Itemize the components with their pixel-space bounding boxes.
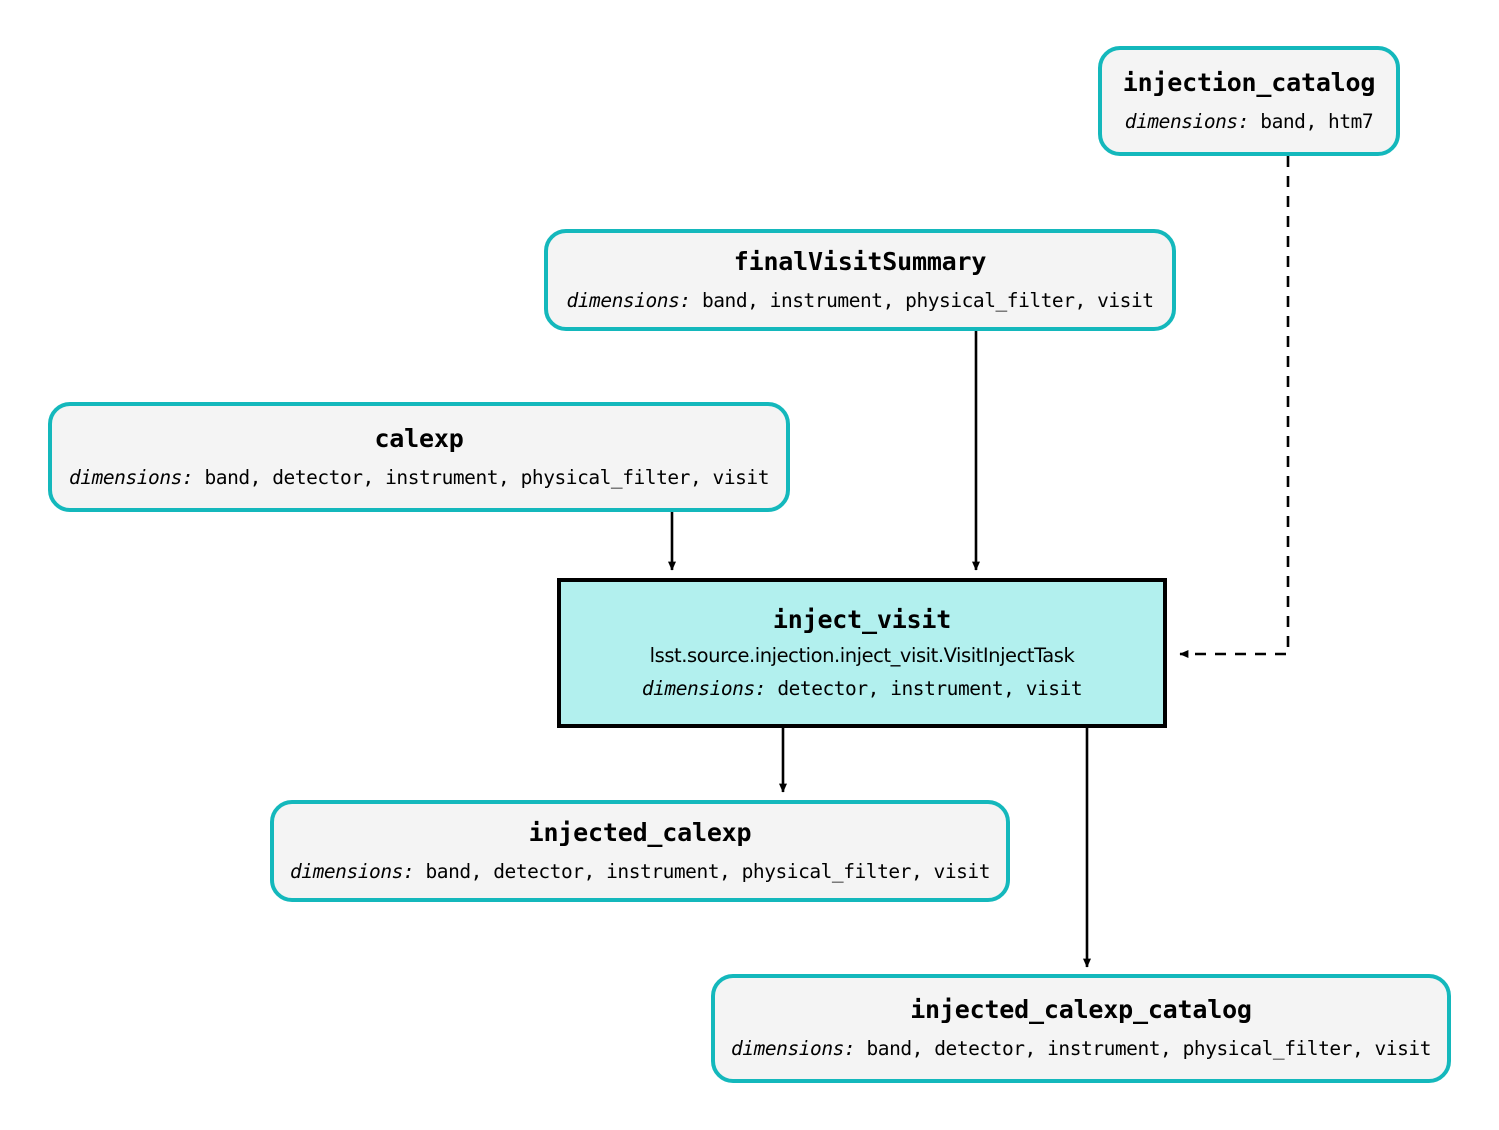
node-dimensions-inject-visit: dimensions: detector, instrument, visit bbox=[641, 676, 1083, 700]
node-dimensions-injection-catalog: dimensions: band, htm7 bbox=[1124, 109, 1374, 133]
node-title-injected-calexp: injected_calexp bbox=[528, 817, 752, 847]
node-inject-visit[interactable]: inject_visit lsst.source.injection.injec… bbox=[557, 578, 1167, 728]
node-title-injection-catalog: injection_catalog bbox=[1122, 67, 1376, 97]
dimensions-label: dimensions: bbox=[641, 676, 767, 700]
edge-injection-catalog-to-inject-visit bbox=[1179, 156, 1290, 658]
dimensions-value: band, detector, instrument, physical_fil… bbox=[414, 859, 990, 883]
dimensions-label: dimensions: bbox=[290, 859, 415, 883]
node-title-inject-visit: inject_visit bbox=[772, 604, 952, 634]
dimensions-value: band, htm7 bbox=[1249, 109, 1374, 133]
node-title-final-visit-summary: finalVisitSummary bbox=[733, 246, 987, 276]
node-calexp[interactable]: calexp dimensions: band, detector, instr… bbox=[48, 402, 790, 512]
dimensions-label: dimensions: bbox=[1124, 109, 1250, 133]
node-dimensions-injected-calexp: dimensions: band, detector, instrument, … bbox=[290, 860, 990, 883]
dimensions-label: dimensions: bbox=[731, 1037, 856, 1061]
node-final-visit-summary[interactable]: finalVisitSummary dimensions: band, inst… bbox=[544, 229, 1176, 331]
dimensions-value: detector, instrument, visit bbox=[766, 676, 1083, 700]
dimensions-value: band, detector, instrument, physical_fil… bbox=[855, 1037, 1431, 1061]
dimensions-value: band, detector, instrument, physical_fil… bbox=[193, 465, 769, 489]
dimensions-value: band, instrument, physical_filter, visit bbox=[690, 288, 1154, 312]
node-injection-catalog[interactable]: injection_catalog dimensions: band, htm7 bbox=[1098, 46, 1400, 156]
node-title-injected-calexp-catalog: injected_calexp_catalog bbox=[910, 995, 1252, 1025]
dimensions-label: dimensions: bbox=[566, 288, 691, 312]
node-dimensions-final-visit-summary: dimensions: band, instrument, physical_f… bbox=[566, 288, 1154, 312]
node-injected-calexp-catalog[interactable]: injected_calexp_catalog dimensions: band… bbox=[711, 974, 1451, 1083]
node-title-calexp: calexp bbox=[374, 423, 464, 453]
node-injected-calexp[interactable]: injected_calexp dimensions: band, detect… bbox=[270, 800, 1010, 902]
node-dimensions-injected-calexp-catalog: dimensions: band, detector, instrument, … bbox=[731, 1037, 1431, 1060]
node-dimensions-calexp: dimensions: band, detector, instrument, … bbox=[69, 466, 769, 489]
node-class-path-inject-visit: lsst.source.injection.inject_visit.Visit… bbox=[649, 644, 1075, 668]
dimensions-label: dimensions: bbox=[69, 465, 194, 489]
